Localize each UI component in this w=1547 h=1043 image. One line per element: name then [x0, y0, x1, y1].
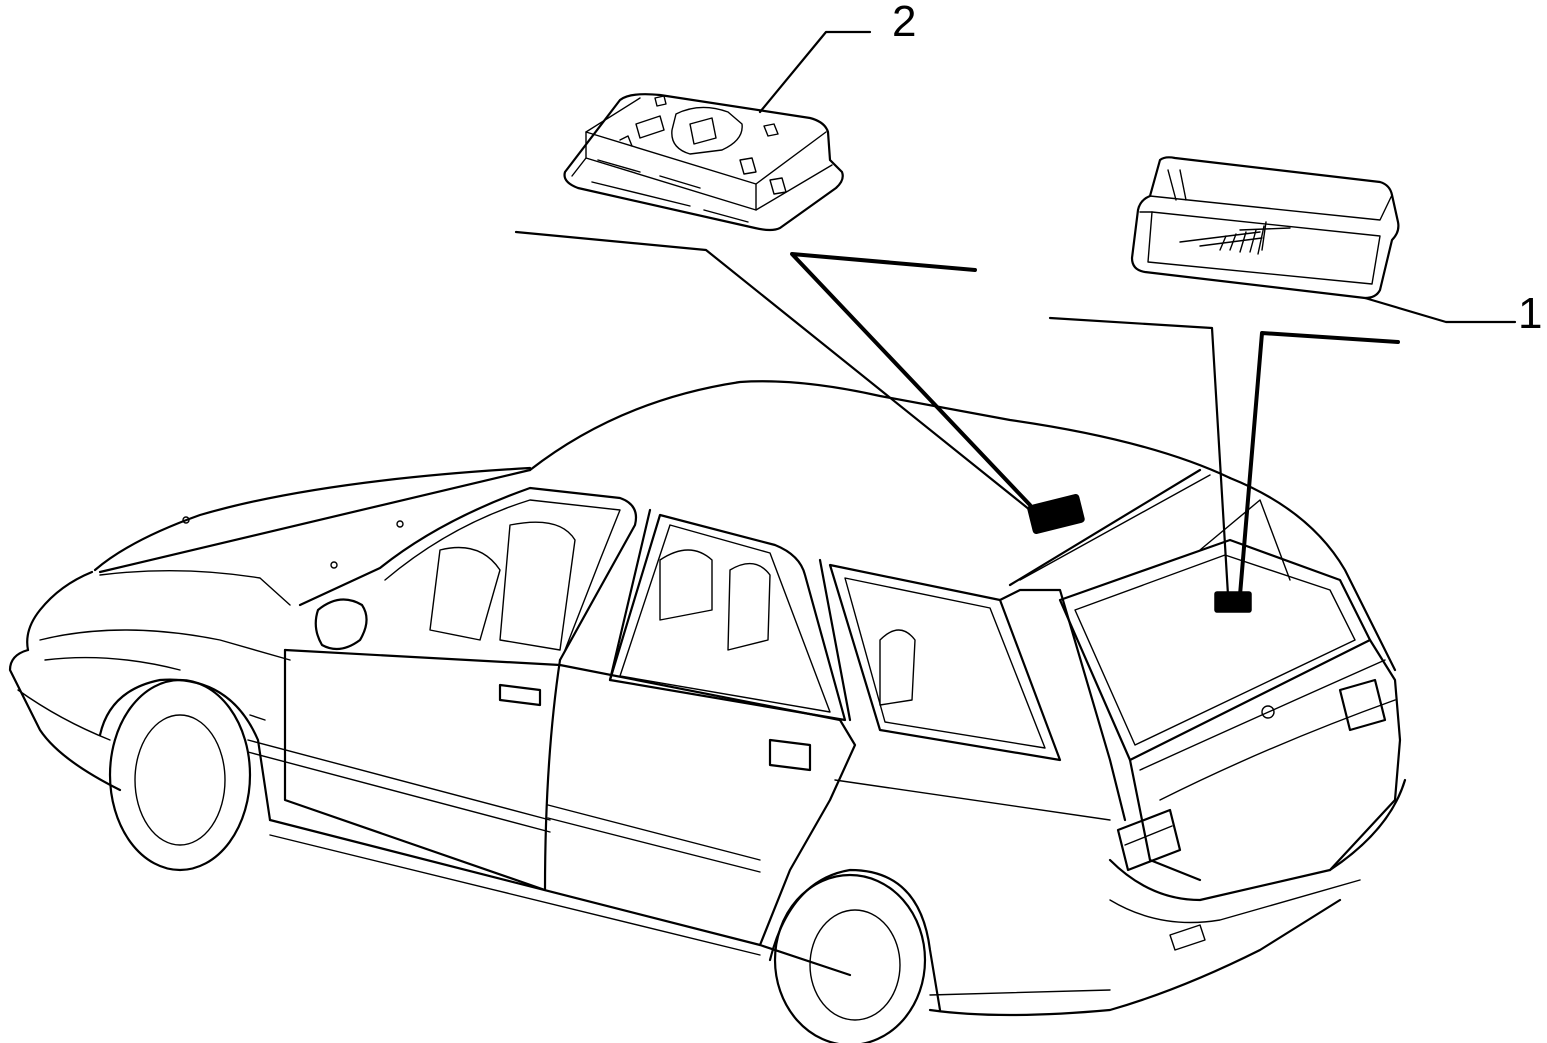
dome-lamp-location-marker: [1027, 494, 1085, 534]
car-body-outline: [8, 380, 1407, 1043]
callout-number-2: 2: [892, 0, 916, 46]
luggage-lamp-location-marker: [1214, 591, 1252, 613]
leader-lines: [514, 30, 1517, 597]
luggage-lamp-assembly: [1130, 156, 1400, 300]
dome-lamp-assembly: [563, 93, 844, 232]
callout-number-1: 1: [1518, 289, 1542, 338]
